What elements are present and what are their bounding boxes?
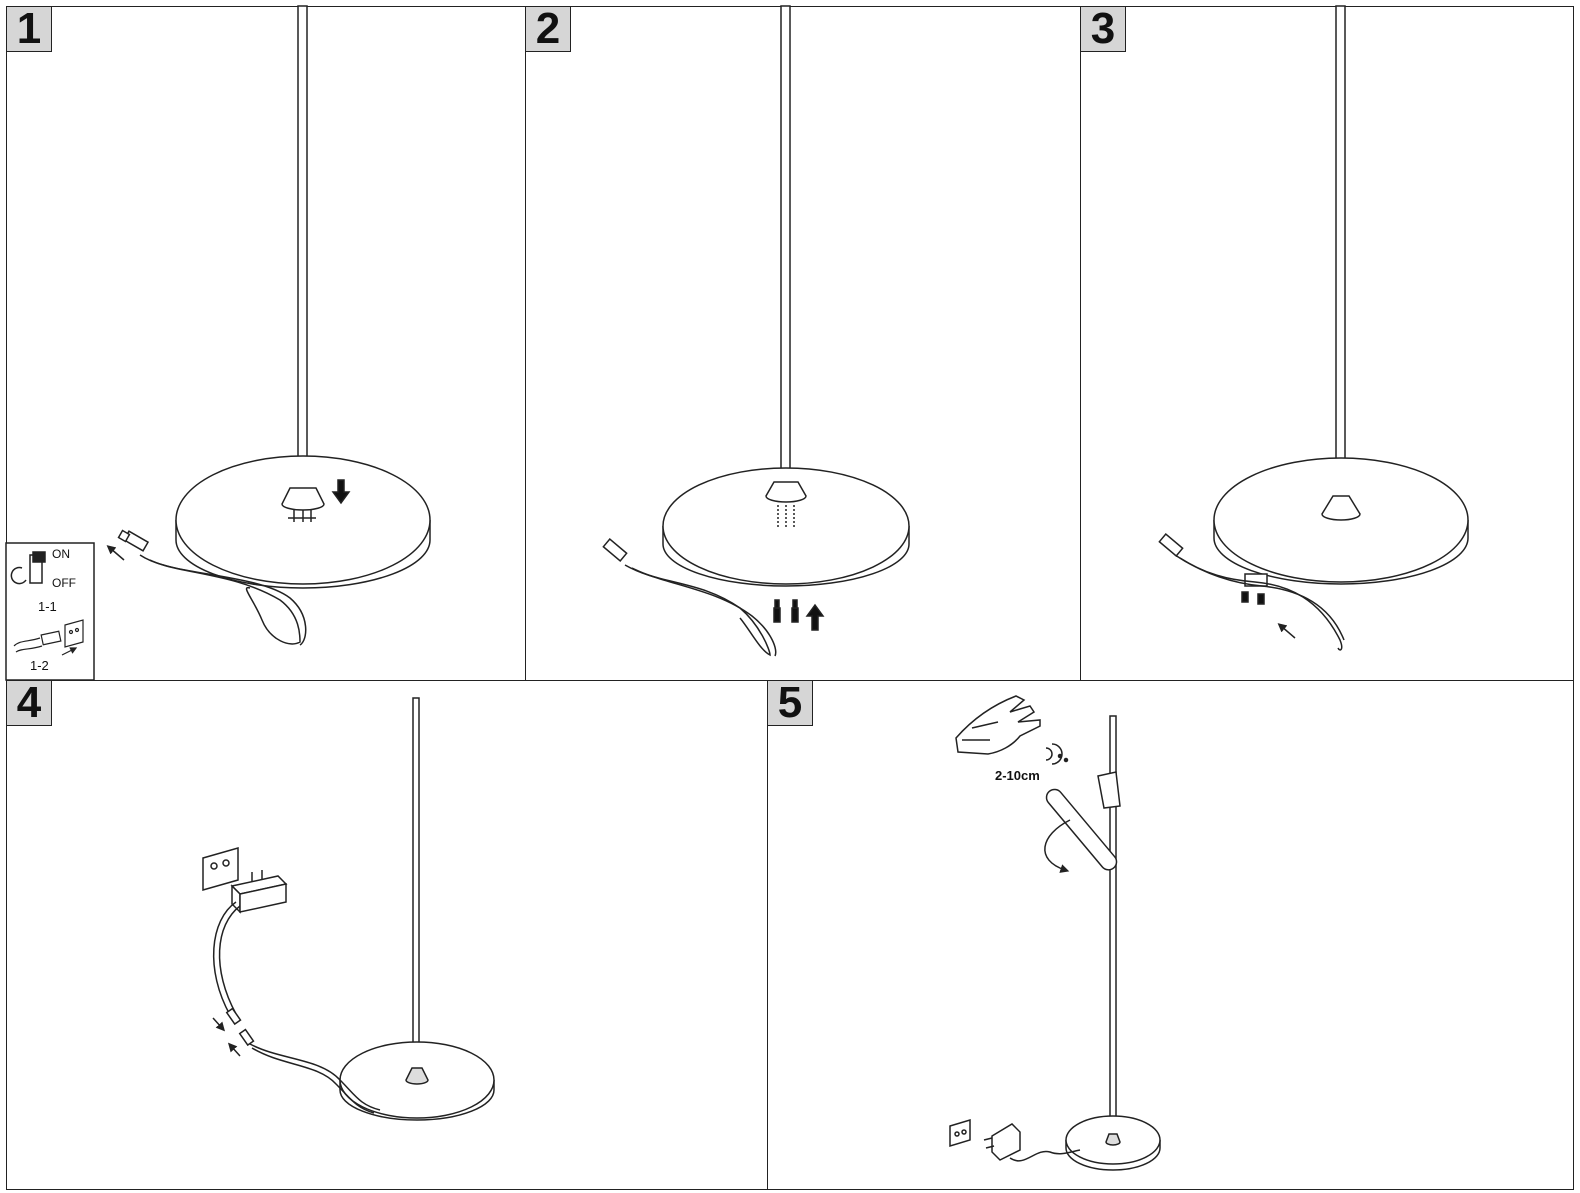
step-number-badge: 3 <box>1080 6 1126 52</box>
base-cone <box>1105 1133 1121 1146</box>
cable-connector <box>602 538 628 562</box>
sub-step-2-label: 1-2 <box>30 658 49 673</box>
arrow-diagonal-icon <box>227 1042 241 1057</box>
hand-icon <box>955 695 1041 755</box>
sensor-distance-label: 2-10cm <box>995 768 1040 783</box>
step-number-badge: 5 <box>767 680 813 726</box>
lamp-pole <box>1335 5 1346 495</box>
arrow-up-icon <box>805 603 825 631</box>
cable-connector <box>117 529 150 552</box>
power-adapter <box>983 1123 1021 1161</box>
arrow-diagonal-icon <box>106 545 125 561</box>
plug-socket-icon <box>949 1118 971 1148</box>
lamp-pole <box>780 5 791 479</box>
power-cable <box>624 564 771 657</box>
base-cone <box>281 487 325 511</box>
arrow-diagonal-icon <box>1277 623 1296 639</box>
switch-icon <box>10 551 46 585</box>
power-adapter <box>230 870 288 914</box>
step5-lamp <box>949 695 1161 1171</box>
plug-socket-icon <box>202 847 239 891</box>
step-number-badge: 2 <box>525 6 571 52</box>
lamp-pole <box>297 5 308 477</box>
sub-step-1-label: 1-1 <box>38 599 57 614</box>
cable-connector <box>1158 533 1184 557</box>
step3-lamp <box>1158 5 1469 651</box>
lamp-cable <box>1009 1149 1081 1162</box>
step2-lamp <box>602 5 910 657</box>
arrow-diagonal-icon <box>212 1017 226 1032</box>
switch-on-label: ON <box>52 547 70 561</box>
lamp-cable <box>249 1043 381 1111</box>
step-number-badge: 1 <box>6 6 52 52</box>
base-cone <box>1321 495 1361 521</box>
cable-clip <box>1241 573 1268 605</box>
rotate-arrow-icon <box>1044 819 1071 873</box>
base-cone <box>405 1067 429 1085</box>
adapter-cable <box>212 901 237 1016</box>
step1-lamp <box>106 5 431 646</box>
step4-lamp <box>202 697 495 1121</box>
panel-step-5 <box>767 680 1574 1190</box>
arrow-down-icon <box>331 479 351 505</box>
switch-off-label: OFF <box>52 576 76 590</box>
plug-socket-icon <box>13 619 84 656</box>
base-cone <box>765 481 807 503</box>
light-head <box>1045 771 1121 871</box>
bottom-screws <box>773 599 799 623</box>
wave-icon <box>1045 743 1069 765</box>
lamp-pole <box>412 697 420 1071</box>
screw-set <box>288 510 316 522</box>
switch-inset: ON OFF 1-1 1-2 <box>5 542 95 681</box>
